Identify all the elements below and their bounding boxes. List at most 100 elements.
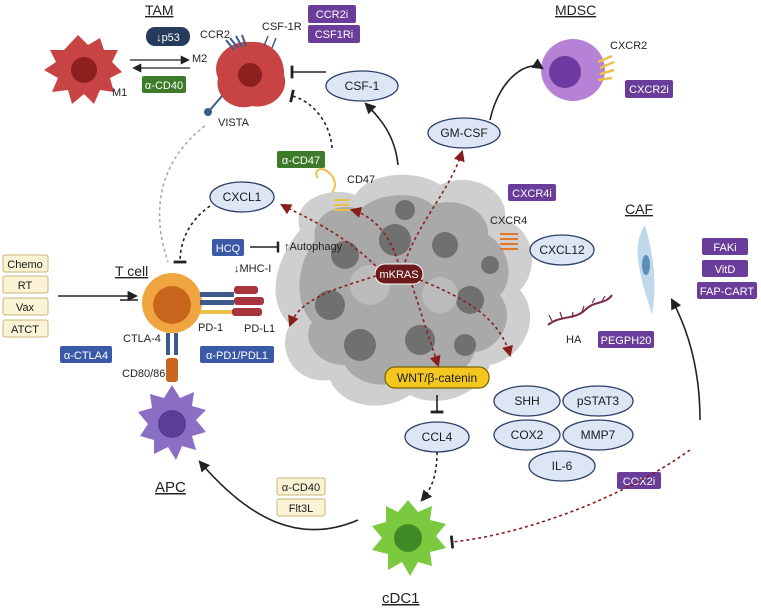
flt3l-tag[interactable]: Flt3L	[276, 498, 326, 517]
gmcsf-oval: GM-CSF	[427, 117, 501, 149]
hcq-tag[interactable]: HCQ	[212, 239, 244, 256]
p53-tag[interactable]: ↓p53	[146, 27, 190, 46]
pegph20-tag[interactable]: PEGPH20	[598, 331, 654, 348]
cd47-label: CD47	[347, 174, 375, 186]
tumor-nuclei	[315, 200, 499, 361]
vax-tag[interactable]: Vax	[2, 297, 49, 316]
svg-text:RT: RT	[18, 280, 33, 292]
svg-text:pSTAT3: pSTAT3	[577, 394, 620, 408]
apc-title: APC	[155, 479, 186, 496]
svg-text:PEGPH20: PEGPH20	[601, 335, 652, 347]
svg-text:FAP-CART: FAP-CART	[700, 286, 754, 298]
csf1-oval: CSF-1	[325, 70, 399, 102]
svg-text:Flt3L: Flt3L	[289, 503, 313, 515]
rt-tag[interactable]: RT	[2, 275, 49, 294]
m2-label: M2	[192, 53, 207, 65]
cxcr4i-tag[interactable]: CXCR4i	[508, 184, 556, 201]
apd1-tag[interactable]: α-PD1/PDL1	[200, 346, 274, 363]
tcell-receptors	[166, 286, 264, 382]
acd40-tam-tag[interactable]: α-CD40	[142, 76, 186, 93]
m1-m2-arrows	[130, 55, 190, 73]
cd8086-label: CD80/86	[122, 368, 165, 380]
apc-cell	[138, 385, 206, 460]
svg-text:FAKi: FAKi	[713, 242, 736, 254]
wnt-oval: WNT/β-catenin	[384, 366, 490, 389]
t-cell	[142, 273, 202, 333]
vitd-tag[interactable]: VitD	[702, 260, 748, 277]
ha-strand	[547, 294, 613, 326]
svg-text:CXCR2i: CXCR2i	[629, 84, 669, 96]
ha-label: HA	[566, 334, 582, 346]
svg-text:α-PD1/PDL1: α-PD1/PDL1	[206, 350, 268, 362]
tam-title: TAM	[145, 2, 174, 18]
svg-text:IL-6: IL-6	[552, 459, 573, 473]
cxcl12-oval: CXCL12	[529, 234, 595, 266]
m1-label: M1	[112, 87, 127, 99]
cxcr2i-tag[interactable]: CXCR2i	[625, 80, 673, 98]
mkras-oval: mKRAS	[374, 263, 424, 285]
mdsc-cell	[541, 39, 615, 101]
svg-text:CSF-1: CSF-1	[345, 79, 380, 93]
tcell-title: T cell	[115, 263, 148, 279]
cd47-receptor	[315, 168, 350, 211]
svg-text:CXCL1: CXCL1	[223, 190, 262, 204]
autophagy-label: ↑Autophagy	[284, 241, 343, 253]
ccr2i-tag[interactable]: CCR2i	[308, 5, 356, 23]
svg-text:↓p53: ↓p53	[156, 32, 180, 44]
svg-text:VitD: VitD	[715, 264, 736, 276]
pd1-label: PD-1	[198, 322, 223, 334]
vista-label: VISTA	[218, 117, 250, 129]
faki-tag[interactable]: FAKi	[702, 238, 748, 255]
il6-oval: IL-6	[528, 450, 596, 482]
svg-text:CCR2i: CCR2i	[316, 9, 348, 21]
cxcl1-oval: CXCL1	[209, 181, 275, 213]
mmp7-oval: MMP7	[562, 419, 634, 451]
svg-text:ATCT: ATCT	[11, 324, 39, 336]
csf1r-label: CSF-1R	[262, 21, 302, 33]
csf1ri-tag[interactable]: CSF1Ri	[308, 25, 360, 43]
caf-cell	[637, 225, 655, 315]
svg-text:MMP7: MMP7	[581, 428, 616, 442]
shh-oval: SHH	[493, 385, 561, 417]
fapcart-tag[interactable]: FAP-CART	[697, 282, 757, 299]
cdc1-cell	[372, 500, 446, 576]
cxcr4-label: CXCR4	[490, 215, 527, 227]
tumor-cell-cluster	[275, 174, 532, 406]
acd47-tag[interactable]: α-CD47	[277, 151, 325, 168]
signaling-arrows	[120, 58, 701, 549]
svg-text:mKRAS: mKRAS	[379, 269, 418, 281]
svg-text:CSF1Ri: CSF1Ri	[315, 29, 354, 41]
svg-text:CXCR4i: CXCR4i	[512, 188, 552, 200]
cox2i-tag[interactable]: COX2i	[617, 472, 661, 489]
svg-text:WNT/β-catenin: WNT/β-catenin	[397, 371, 477, 385]
caf-title: CAF	[625, 201, 653, 217]
ctla4-label: CTLA-4	[123, 333, 161, 345]
svg-text:α-CD47: α-CD47	[282, 155, 320, 167]
mhc-label: ↓MHC-I	[234, 263, 271, 275]
svg-text:Chemo: Chemo	[7, 259, 42, 271]
svg-text:α-CD40: α-CD40	[145, 80, 183, 92]
svg-text:HCQ: HCQ	[216, 243, 241, 255]
pstat3-oval: pSTAT3	[562, 385, 634, 417]
chemo-tag[interactable]: Chemo	[2, 254, 49, 273]
actla4-tag[interactable]: α-CTLA4	[60, 346, 112, 363]
svg-text:Vax: Vax	[16, 302, 35, 314]
cdc1-title: cDC1	[382, 590, 420, 607]
svg-text:α-CTLA4: α-CTLA4	[64, 350, 108, 362]
svg-text:α-CD40: α-CD40	[282, 482, 320, 494]
svg-text:SHH: SHH	[514, 394, 539, 408]
mdsc-title: MDSC	[555, 2, 596, 18]
ccl4-oval: CCL4	[404, 421, 470, 453]
pdl1-label: PD-L1	[244, 323, 275, 335]
cxcr2-label: CXCR2	[610, 40, 647, 52]
atct-tag[interactable]: ATCT	[2, 319, 49, 338]
cox2-oval: COX2	[493, 419, 561, 451]
ccr2-label: CCR2	[200, 29, 230, 41]
svg-text:CCL4: CCL4	[422, 430, 453, 444]
tam-m1-cell	[44, 35, 122, 104]
tam-m2-cell	[204, 34, 286, 116]
mkras-arrows	[280, 149, 513, 368]
cxcr4-receptor	[500, 233, 518, 250]
acd40-apc-tag[interactable]: α-CD40	[276, 477, 326, 496]
